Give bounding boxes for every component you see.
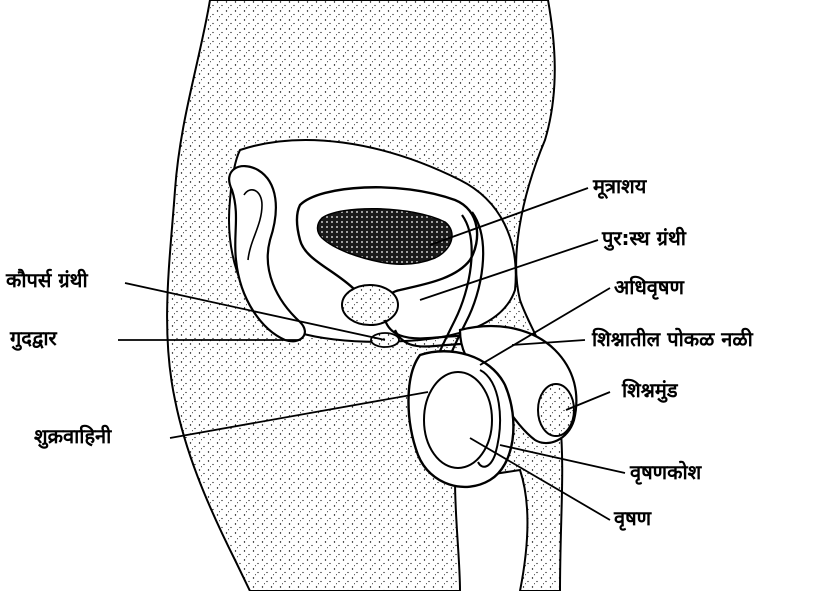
- label-glans: शिश्नमुंड: [622, 380, 678, 400]
- label-cowpers-gland: कौपर्स ग्रंथी: [6, 270, 88, 290]
- glans-penis: [538, 384, 574, 436]
- label-testis: वृषण: [614, 508, 651, 528]
- label-vas-deferens: शुक्रवाहिनी: [34, 426, 111, 446]
- label-bladder: मूत्राशय: [593, 176, 646, 196]
- label-urethra: शिश्नातील पोकळ नळी: [592, 329, 753, 349]
- label-scrotum: वृषणकोश: [630, 462, 701, 482]
- label-anus: गुदद्वार: [10, 328, 57, 348]
- prostate-gland: [342, 285, 398, 325]
- testis-body: [424, 372, 492, 468]
- label-prostate: पुर:स्थ ग्रंथी: [602, 228, 686, 248]
- label-epididymis: अधिवृषण: [614, 277, 684, 297]
